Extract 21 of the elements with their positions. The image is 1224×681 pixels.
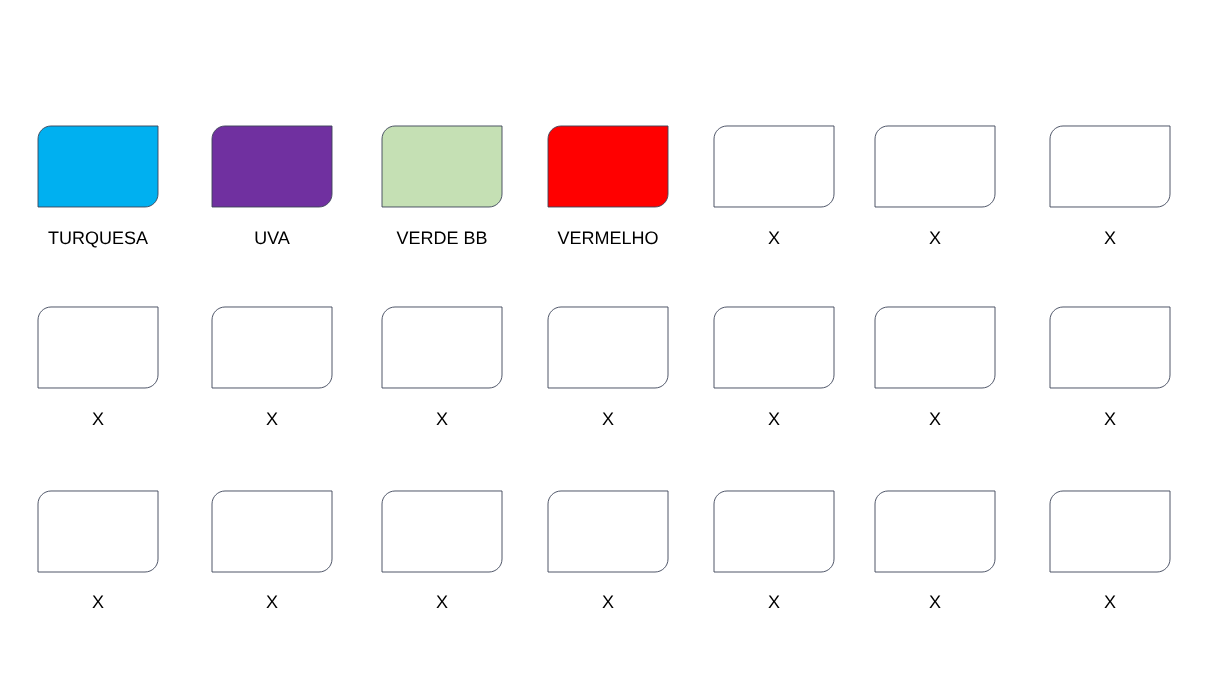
swatch-label: X: [602, 595, 614, 608]
swatch-label: X: [768, 595, 780, 608]
swatch-label: X: [929, 595, 941, 608]
swatch-label: X: [768, 412, 780, 425]
swatch-label: X: [92, 595, 104, 608]
swatch-label: X: [1104, 231, 1116, 244]
swatch-label: VERMELHO: [557, 231, 658, 245]
swatch-label: X: [929, 231, 941, 244]
swatch-label: X: [436, 412, 448, 425]
swatch-label: VERDE BB: [396, 231, 487, 244]
swatch-label: X: [92, 412, 104, 425]
swatch-label: TURQUESA: [48, 231, 148, 248]
swatch-label: X: [602, 412, 614, 425]
swatch-label: X: [929, 412, 941, 425]
swatch-label: X: [266, 412, 278, 425]
swatch-label: X: [768, 231, 780, 244]
swatch-label: X: [1104, 595, 1116, 608]
swatch-label: UVA: [255, 231, 290, 245]
swatch-label: X: [266, 595, 278, 608]
swatch-label: X: [436, 595, 448, 608]
swatch-label: X: [1104, 412, 1116, 425]
